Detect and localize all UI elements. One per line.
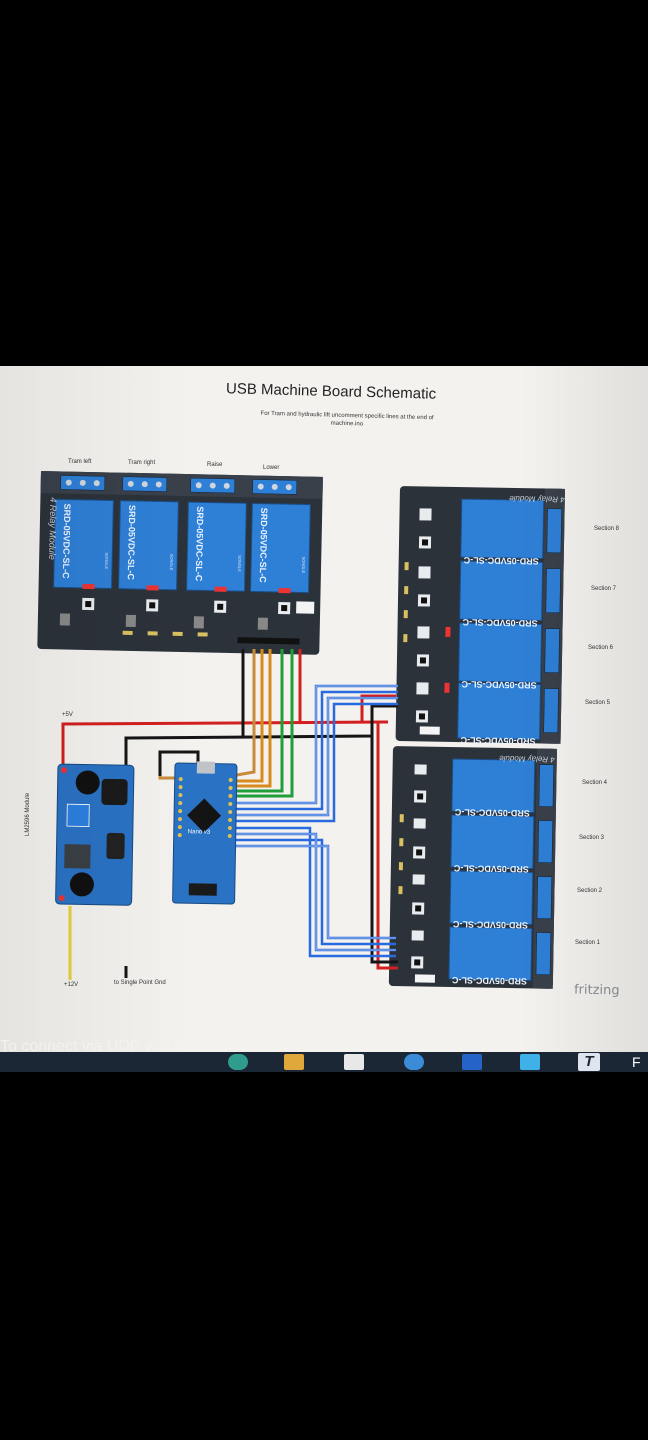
top-relay-1-brand: SONGLE <box>104 552 109 569</box>
monitor-screen: USB Machine Board Schematic For Tram and… <box>0 366 648 1072</box>
top-relay-3-part: SRD-05VDC-SL-C <box>194 506 206 582</box>
top-module-label: 4 Relay Module <box>47 497 58 560</box>
right-b-module-label: 4 Relay Module <box>499 754 555 764</box>
label-raise: Raise <box>207 462 223 468</box>
taskbar: T F <box>0 1052 648 1072</box>
lm2596-module <box>55 763 135 906</box>
store-icon[interactable] <box>520 1054 540 1070</box>
right-a-relay-4-part: SRD-05VDC-SL-C <box>460 735 536 746</box>
right-a-module-label: 4 Relay Module <box>509 494 565 504</box>
top-relay-2-part: SRD-05VDC-SL-C <box>126 505 138 581</box>
label-tram-right: Tram right <box>128 460 156 466</box>
right-b-relay-4-part: SRD-05VDC-SL-C <box>451 975 527 986</box>
label-section-6: Section 6 <box>588 645 614 651</box>
label-plus-12v: +12V <box>64 982 79 988</box>
top-relay-1-part: SRD-05VDC-SL-C <box>61 503 73 579</box>
right-a-relay-3-part: SRD-05VDC-SL-C <box>461 679 537 690</box>
right-relay-module-b: SRD-05VDC-SL-C SRD-05VDC-SL-C SRD-05VDC-… <box>388 746 557 989</box>
label-section-8: Section 8 <box>594 526 620 532</box>
label-section-2: Section 2 <box>577 888 603 894</box>
wire-orange-signal <box>235 649 264 783</box>
right-a-relay-2-part: SRD-05VDC-SL-C <box>462 617 538 628</box>
top-relay-4-part: SRD-05VDC-SL-C <box>258 508 270 584</box>
udp-caption: To connect via UDP you need <box>0 1038 211 1055</box>
label-section-5: Section 5 <box>585 700 611 706</box>
top-relay-4-brand: SONGLE <box>301 556 306 573</box>
folder-icon[interactable] <box>284 1054 304 1070</box>
wire-brown-signal <box>158 649 256 780</box>
nano-label: Nano v3 <box>188 829 211 835</box>
document-icon[interactable] <box>344 1054 364 1070</box>
schematic-drawing: SRD-05VDC-SL-C SRD-05VDC-SL-C SRD-05VDC-… <box>37 471 565 989</box>
top-relay-1 <box>53 498 114 590</box>
label-section-3: Section 3 <box>579 835 605 841</box>
t-app-icon[interactable]: T <box>578 1053 600 1071</box>
right-b-relay-1-part: SRD-05VDC-SL-C <box>454 807 530 818</box>
f-app-icon[interactable]: F <box>632 1054 641 1070</box>
label-lower: Lower <box>263 465 280 471</box>
wire-plus-5v <box>61 720 389 766</box>
top-relay-2-brand: SONGLE <box>169 554 174 571</box>
fritzing-mark: fritzing <box>573 982 620 999</box>
right-a-relay-1-part: SRD-05VDC-SL-C <box>463 555 539 566</box>
label-plus-5v: +5V <box>62 712 73 718</box>
label-section-1: Section 1 <box>575 940 601 946</box>
top-relay-module: SRD-05VDC-SL-C SRD-05VDC-SL-C SRD-05VDC-… <box>37 471 323 655</box>
browser-icon[interactable] <box>228 1054 248 1070</box>
label-section-7: Section 7 <box>591 586 617 592</box>
label-single-point-gnd: to Single Point Gnd <box>114 980 166 986</box>
label-section-4: Section 4 <box>582 780 608 786</box>
arduino-nano: Nano v3 <box>172 761 238 905</box>
right-b-relay-3-part: SRD-05VDC-SL-C <box>452 919 528 930</box>
wire-green-signal <box>235 649 284 793</box>
app-icon[interactable] <box>462 1054 482 1070</box>
right-b-relay-2-part: SRD-05VDC-SL-C <box>453 863 529 874</box>
top-relay-3-brand: SONGLE <box>237 555 242 572</box>
right-relay-module-a: SRD-05VDC-SL-C SRD-05VDC-SL-C SRD-05VDC-… <box>395 486 565 746</box>
wire-5v-to-lower-module <box>376 722 398 970</box>
globe-icon[interactable] <box>404 1054 424 1070</box>
label-tram-left: Tram left <box>68 459 92 465</box>
